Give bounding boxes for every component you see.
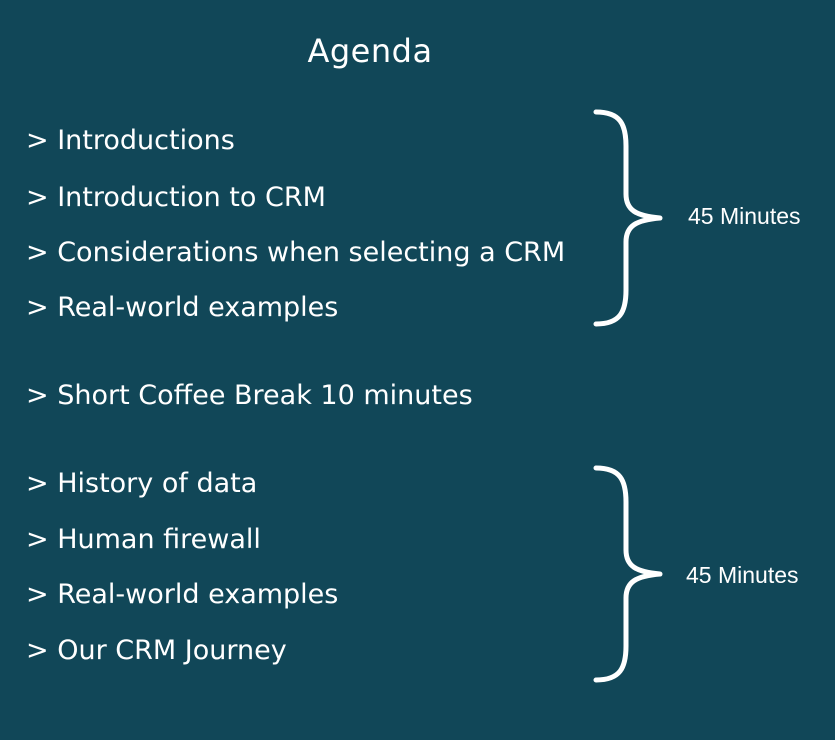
agenda-item-introduction-to-crm: > Introduction to CRM	[26, 182, 326, 213]
agenda-item-coffee-break: > Short Coffee Break 10 minutes	[26, 380, 473, 411]
agenda-item-human-firewall: > Human firewall	[26, 524, 261, 555]
curly-brace-icon	[593, 109, 663, 327]
group-1-duration: 45 Minutes	[688, 203, 801, 229]
agenda-item-real-world-examples-1: > Real-world examples	[26, 292, 339, 323]
agenda-item-introductions: > Introductions	[26, 125, 235, 156]
agenda-item-history-of-data: > History of data	[26, 468, 258, 499]
agenda-item-real-world-examples-2: > Real-world examples	[26, 579, 339, 610]
agenda-item-our-crm-journey: > Our CRM Journey	[26, 635, 287, 666]
page-title: Agenda	[307, 32, 433, 70]
group-2-duration: 45 Minutes	[686, 562, 799, 588]
agenda-item-considerations: > Considerations when selecting a CRM	[26, 237, 566, 268]
curly-brace-icon	[593, 465, 663, 683]
